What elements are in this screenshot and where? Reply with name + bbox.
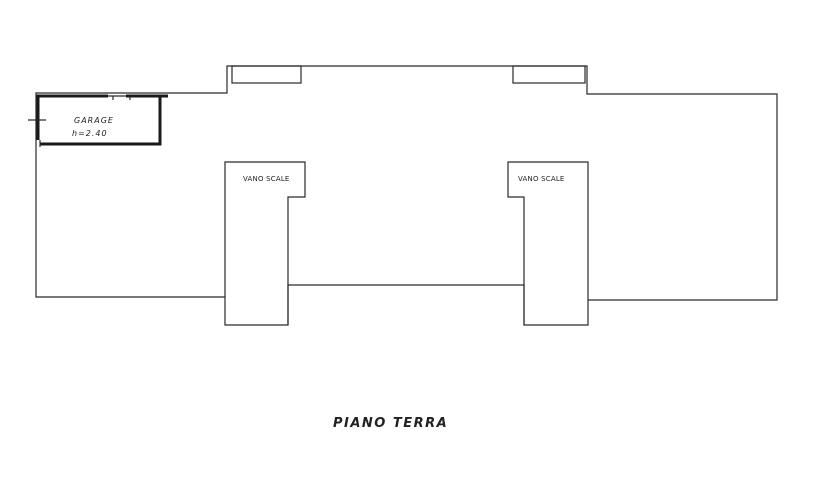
stairwell-right-label: VANO SCALE: [518, 175, 565, 183]
stairwell-left-label: VANO SCALE: [243, 175, 290, 183]
garage-name-label: GARAGE: [74, 116, 114, 125]
garage-height-label: h=2.40: [72, 129, 108, 138]
stairwell-right: [507, 161, 589, 325]
floor-title: PIANO TERRA: [333, 416, 448, 431]
balcony-left: [231, 65, 302, 84]
stairwell-left: [224, 161, 306, 325]
balcony-right: [512, 65, 586, 84]
building-outline: [35, 65, 778, 326]
garage-walls: [36, 94, 168, 146]
